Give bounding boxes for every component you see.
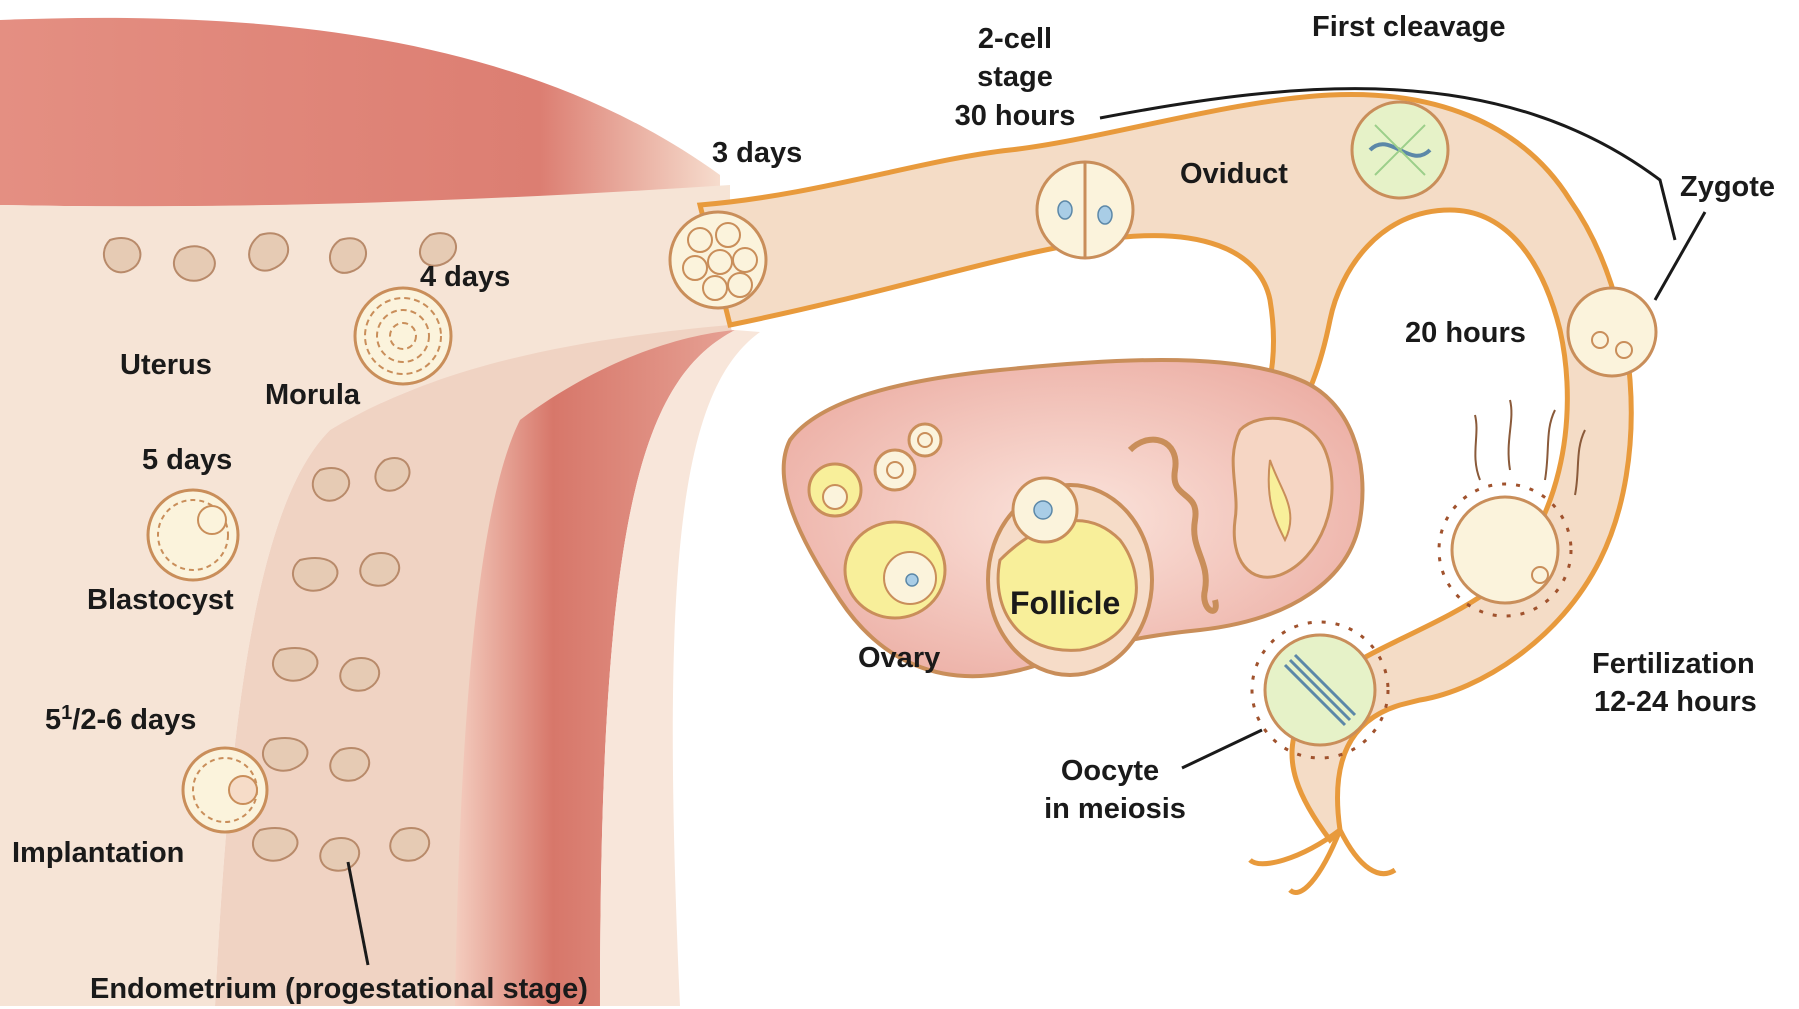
label-in-meiosis: in meiosis bbox=[1035, 790, 1195, 829]
follicle-small-1 bbox=[809, 464, 861, 516]
label-implantation: Implantation bbox=[12, 834, 184, 873]
label-30-hours: 30 hours bbox=[930, 97, 1100, 136]
label-20-hours: 20 hours bbox=[1405, 314, 1526, 353]
label-uterus: Uterus bbox=[120, 346, 212, 385]
label-ovary: Ovary bbox=[858, 639, 940, 678]
fimbria bbox=[1250, 830, 1395, 893]
zygote-cell bbox=[1568, 288, 1656, 376]
label-fertilization: Fertilization bbox=[1592, 645, 1755, 684]
label-stage: stage bbox=[940, 58, 1090, 97]
label-5-days: 5 days bbox=[142, 441, 232, 480]
label-4-days: 4 days bbox=[420, 258, 510, 297]
implant-time-prefix: 5 bbox=[45, 704, 61, 736]
oocyte-leader bbox=[1182, 730, 1262, 768]
implant-time-sup: 1 bbox=[61, 702, 72, 724]
label-zygote: Zygote bbox=[1680, 168, 1775, 207]
label-first-cleavage: First cleavage bbox=[1312, 8, 1505, 47]
label-fertilization-time: 12-24 hours bbox=[1594, 683, 1757, 722]
implanting-blastocyst bbox=[183, 748, 267, 832]
label-blastocyst: Blastocyst bbox=[87, 581, 234, 620]
oocyte-in-meiosis bbox=[1252, 622, 1388, 758]
first-cleavage-cell bbox=[1352, 102, 1448, 198]
label-endometrium: Endometrium (progestational stage) bbox=[90, 970, 588, 1009]
label-2-cell: 2-cell bbox=[940, 20, 1090, 59]
label-follicle: Follicle bbox=[1010, 584, 1120, 623]
implant-time-suffix: /2-6 days bbox=[72, 704, 196, 736]
label-implantation-time: 51/2-6 days bbox=[45, 701, 196, 740]
eight-cell-embryo bbox=[670, 212, 766, 308]
follicle-small-3 bbox=[909, 424, 941, 456]
follicle-medium bbox=[845, 522, 945, 618]
label-morula: Morula bbox=[265, 376, 360, 415]
label-oviduct: Oviduct bbox=[1180, 155, 1288, 194]
two-cell-embryo bbox=[1037, 162, 1133, 258]
label-oocyte: Oocyte bbox=[1040, 752, 1180, 791]
zygote-leader bbox=[1655, 212, 1705, 300]
blastocyst-cell bbox=[148, 490, 238, 580]
label-3-days: 3 days bbox=[712, 134, 802, 173]
uterus-muscle-top bbox=[0, 18, 720, 207]
follicle-small-2 bbox=[875, 450, 915, 490]
morula-cell bbox=[355, 288, 451, 384]
